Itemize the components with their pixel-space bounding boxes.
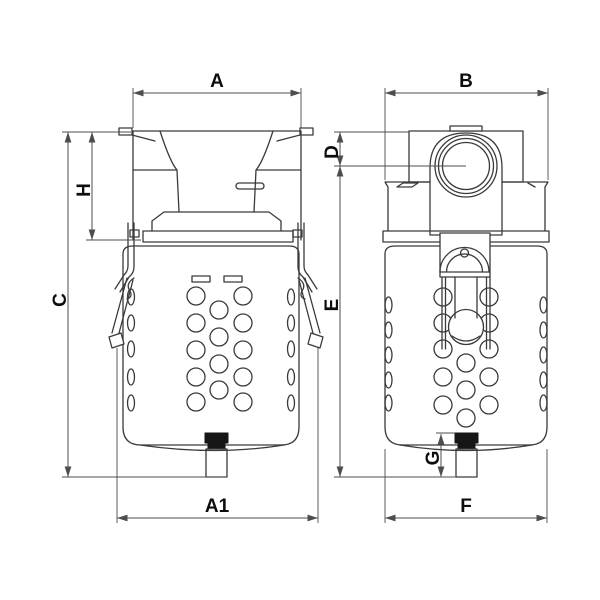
dim-d: D: [322, 131, 466, 167]
front-vent-slot-left: [191, 275, 211, 283]
side-bowl: [384, 245, 548, 452]
front-clamp-right: [292, 222, 324, 349]
dim-label-d: D: [322, 145, 343, 159]
front-top-tabs: [118, 127, 314, 142]
dim-label-a1: A1: [205, 496, 230, 517]
front-bowl-bottom-curve: [139, 444, 285, 452]
front-funnel: [159, 130, 274, 213]
front-drain-tube: [205, 448, 228, 478]
front-flange: [142, 230, 294, 243]
side-shoulder-ribs: [396, 182, 536, 188]
dim-label-b: B: [459, 71, 473, 92]
dim-label-h: H: [74, 183, 95, 197]
dim-label-f: F: [460, 496, 472, 517]
front-head-outline: [132, 130, 302, 241]
front-fill-port: [235, 182, 265, 190]
dimensions: A B C H D: [50, 71, 549, 523]
side-bowl-bottom-curve: [399, 444, 533, 452]
front-bonnet: [151, 211, 282, 232]
front-drain-valve: [204, 432, 229, 478]
front-head: [118, 127, 314, 243]
dim-e: E: [322, 166, 456, 478]
latch-pin-hole: [459, 248, 470, 258]
side-port-housing: [429, 132, 503, 236]
dim-label-c: C: [50, 293, 71, 307]
dim-a: A: [132, 71, 302, 128]
latch-wires: [441, 276, 491, 350]
dim-b: B: [384, 71, 549, 180]
front-view: [108, 127, 324, 478]
front-drain-collar: [204, 432, 229, 444]
side-guard-holes: [433, 287, 499, 428]
dim-a1: A1: [116, 348, 319, 523]
side-bowl-outline: [384, 245, 548, 446]
front-guard-side-slots: [126, 288, 296, 412]
dim-c: C: [50, 131, 226, 478]
side-view: [382, 125, 550, 478]
front-drain-neck: [207, 442, 226, 450]
front-guard-holes: [186, 286, 253, 412]
front-vent-slot-right: [223, 275, 243, 283]
front-bowl: [122, 245, 300, 452]
side-drain-neck: [457, 442, 476, 450]
side-drain-tube: [455, 448, 478, 478]
dim-label-g: G: [423, 451, 444, 466]
front-bowl-outline: [122, 245, 300, 446]
side-latch: [439, 232, 491, 350]
front-clamp-left: [108, 222, 140, 349]
dim-h: H: [74, 132, 141, 241]
side-guard-side-slots: [384, 296, 548, 412]
latch-plate: [439, 232, 491, 278]
dim-label-e: E: [322, 299, 343, 312]
side-top-tab: [449, 125, 483, 132]
side-drain-collar: [454, 432, 479, 444]
latch-tongue: [451, 276, 481, 342]
side-drain-valve: [454, 432, 479, 478]
latch-ball: [447, 308, 485, 346]
side-shoulders: [384, 181, 549, 232]
dim-label-a: A: [210, 71, 224, 92]
dim-f: F: [384, 449, 548, 523]
dim-g: G: [423, 432, 455, 477]
latch-arch: [439, 246, 490, 273]
